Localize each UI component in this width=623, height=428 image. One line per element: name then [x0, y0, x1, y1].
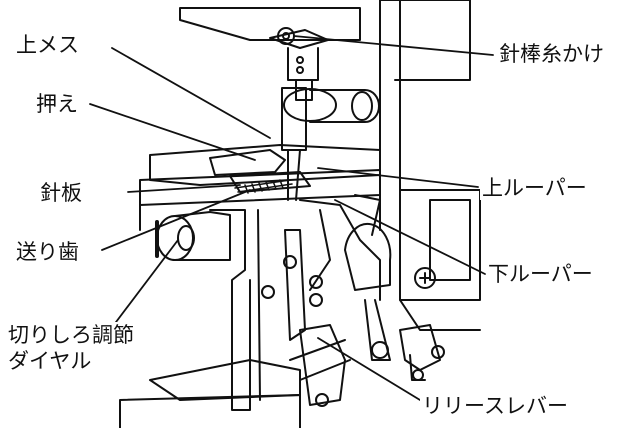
needle-bar — [281, 87, 380, 201]
label-cutting-width-line1: 切りしろ調節 — [8, 323, 134, 347]
label-feed-dog: 送り歯 — [14, 240, 81, 264]
callout-lines — [89, 35, 494, 401]
label-lower-looper: 下ルーパー — [486, 262, 595, 286]
release-lever-assembly — [289, 267, 445, 407]
label-upper-looper: 上ルーパー — [480, 176, 589, 200]
label-cutting-width-line2: ダイヤル — [8, 349, 92, 373]
label-upper-knife: 上メス — [14, 33, 81, 57]
label-release-lever: リリースレバー — [420, 394, 570, 418]
feed-dog-teeth — [234, 179, 293, 194]
label-presser-foot: 押え — [34, 92, 80, 116]
presser-foot — [209, 149, 311, 193]
label-needle-bar-thread-guide: 針棒糸かけ — [497, 42, 606, 66]
frame-column — [119, 209, 301, 428]
label-cutting-width-dial: 切りしろ調節 ダイヤル — [6, 322, 136, 374]
label-needle-plate: 針板 — [38, 181, 84, 205]
looper-mechanism — [261, 194, 392, 361]
